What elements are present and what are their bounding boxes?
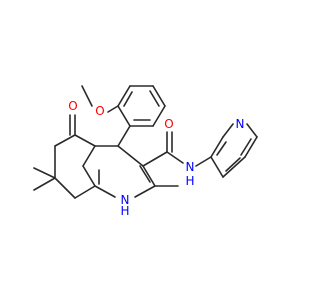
bond	[117, 125, 131, 147]
bond	[82, 145, 96, 167]
bond	[33, 177, 56, 191]
bond-double-inner	[123, 91, 133, 107]
bond	[195, 156, 212, 167]
ring-hydrogen-label: H	[120, 204, 129, 218]
bond	[210, 156, 224, 178]
amide-hydrogen-label: H	[185, 174, 194, 188]
ring-nitrogen-label: N	[121, 193, 130, 207]
amide-oxygen-label: O	[164, 117, 173, 131]
bond	[166, 151, 184, 164]
bond	[33, 167, 56, 179]
bond	[152, 85, 166, 107]
bond-double-inner	[149, 90, 160, 107]
bond-lines	[33, 85, 258, 199]
bond	[107, 105, 119, 113]
bond	[54, 134, 76, 147]
bond	[246, 123, 258, 138]
bond-double-inner	[240, 138, 252, 156]
amide-nitrogen-label: N	[186, 160, 195, 174]
bond	[222, 156, 246, 178]
molecule-structure-drawing: O O O N N H N H	[33, 85, 258, 218]
bond	[142, 151, 168, 167]
bond	[74, 134, 96, 147]
ketone-oxygen-label: O	[68, 99, 77, 113]
bond	[117, 85, 131, 107]
bond	[82, 165, 96, 187]
bond	[142, 165, 156, 187]
bond-double-inner	[225, 157, 241, 172]
bond	[81, 85, 93, 107]
bond	[210, 136, 224, 158]
bond	[134, 185, 156, 198]
methoxy-oxygen-label: O	[95, 104, 104, 118]
bond	[117, 145, 144, 167]
bond	[54, 177, 76, 199]
bond-double-inner	[216, 141, 227, 156]
bond	[117, 105, 131, 127]
bond	[74, 185, 96, 199]
bond-double-inner	[139, 165, 151, 183]
pyridine-nitrogen-label: N	[236, 117, 245, 131]
bond	[152, 105, 166, 127]
bond	[222, 123, 234, 138]
bond	[244, 136, 258, 158]
bond	[94, 185, 116, 198]
